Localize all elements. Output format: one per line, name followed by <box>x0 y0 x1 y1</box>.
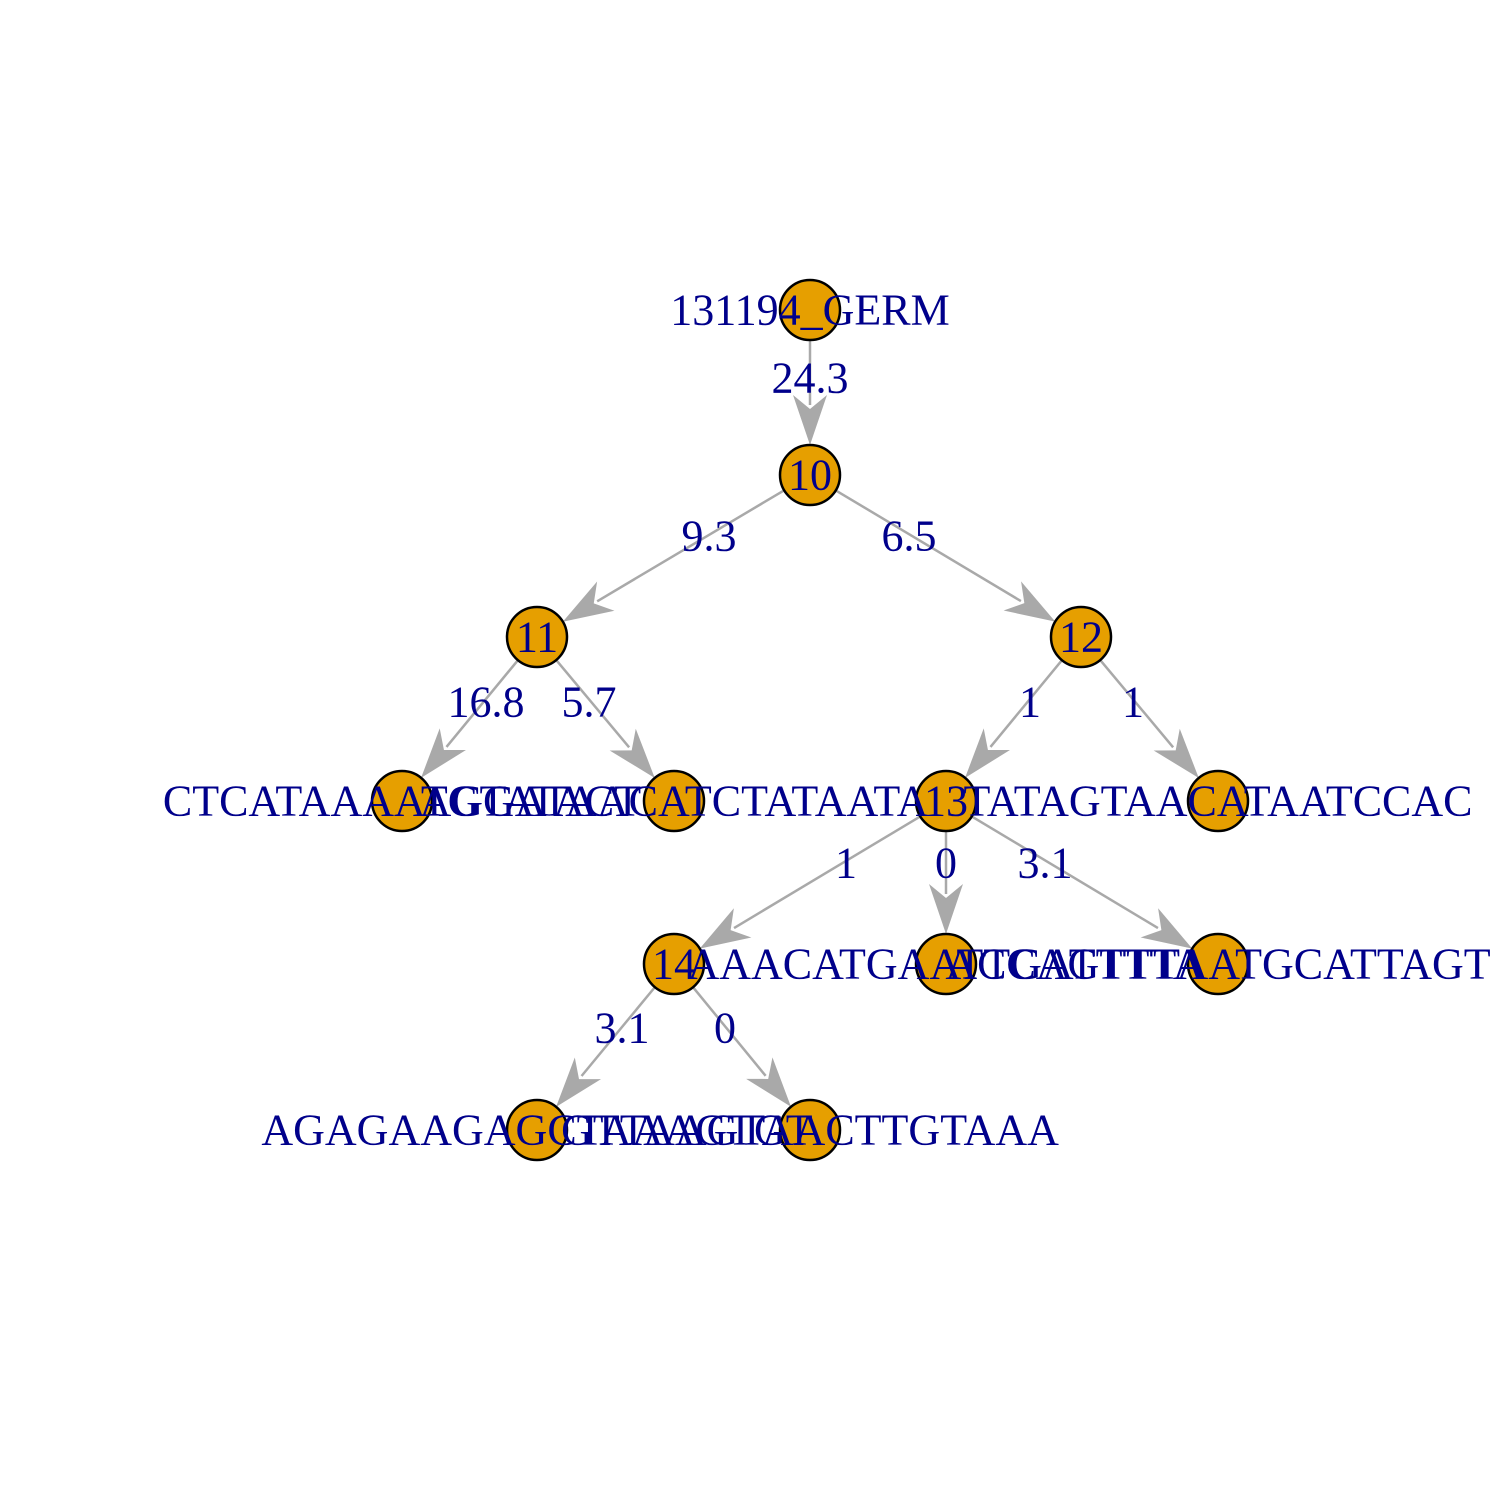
edge-n10-n12 <box>835 489 1056 622</box>
edge-line <box>989 659 1063 748</box>
edge-label-n14-leafG: 0 <box>714 1004 736 1053</box>
node-label-leafD: AAACATGAATTGATTTTA <box>687 940 1204 989</box>
arrow-head-icon <box>1140 908 1193 949</box>
node-label-n12: 12 <box>1059 613 1103 662</box>
edge-label-n14-leafF: 3.1 <box>595 1004 650 1053</box>
node-label-n11: 11 <box>516 613 558 662</box>
edge-n13-leafD <box>929 831 963 934</box>
edge-line <box>835 489 1022 603</box>
node-n12[interactable] <box>1049 605 1113 669</box>
edge-label-germ-n10: 24.3 <box>772 354 849 403</box>
node-label-n14: 14 <box>652 940 696 989</box>
edge-n10-n11 <box>562 489 785 622</box>
node-label-n13: 13 <box>924 777 968 826</box>
node-n10[interactable] <box>778 443 842 507</box>
edge-label-n11-leafA: 16.8 <box>448 678 525 727</box>
node-germ[interactable] <box>778 278 842 342</box>
edge-n11-leafA <box>421 659 519 778</box>
arrow-head-icon <box>556 1057 602 1107</box>
node-leafA[interactable] <box>370 769 434 833</box>
edge-line <box>445 659 519 748</box>
edge-label-n10-n11: 9.3 <box>682 512 737 561</box>
arrow-head-icon <box>746 1057 791 1107</box>
edge-n11-leafB <box>555 659 655 778</box>
node-label-n10: 10 <box>788 451 832 500</box>
node-label-leafG: GTTAAGTAACTTGTAAA <box>561 1106 1059 1155</box>
edge-line <box>971 815 1159 930</box>
node-label-leafA: CTCATAAAATGTATACT <box>163 777 641 826</box>
edge-line <box>1099 659 1175 749</box>
edge-line <box>733 815 921 930</box>
edge-label-n12-leafC: 1 <box>1122 678 1144 727</box>
edge-n14-leafG <box>692 986 791 1107</box>
edge-line <box>555 659 631 749</box>
edge-label-n12-n13: 1 <box>1019 678 1041 727</box>
edge-n12-leafC <box>1099 659 1199 778</box>
edge-germ-n10 <box>793 340 827 445</box>
arrow-head-icon <box>609 728 655 778</box>
nodes-layer <box>370 278 1250 1162</box>
node-leafC[interactable] <box>1186 769 1250 833</box>
node-label-leafF: AGAGAAGAGCTAAAGTGT <box>261 1106 812 1155</box>
node-n13[interactable] <box>914 769 978 833</box>
edge-line <box>580 986 656 1077</box>
node-leafB[interactable] <box>642 769 706 833</box>
edge-label-n13-leafE: 3.1 <box>1018 839 1073 888</box>
edge-n13-leafE <box>971 815 1193 949</box>
node-leafD[interactable] <box>914 932 978 996</box>
node-label-leafC: TATAGTAACATAATCCAC <box>963 777 1472 826</box>
node-label-germ: 131194_GERM <box>670 286 950 335</box>
edges-layer <box>421 340 1199 1107</box>
node-n14[interactable] <box>642 932 706 996</box>
arrow-head-icon <box>1003 581 1056 622</box>
edge-n14-leafF <box>556 986 656 1107</box>
node-leafE[interactable] <box>1186 932 1250 996</box>
node-leafG[interactable] <box>778 1098 842 1162</box>
arrow-head-icon <box>1153 728 1199 778</box>
arrow-head-icon <box>699 908 752 949</box>
node-label-leafB: AGGATAACATCTATAATA <box>419 777 928 826</box>
edge-line <box>692 986 767 1077</box>
node-label-leafE: ACCAGTTTAATGCATTAGT <box>945 940 1490 989</box>
arrow-head-icon <box>562 581 615 622</box>
edge-label-n13-leafD: 0 <box>935 839 957 888</box>
arrow-head-icon <box>793 395 827 445</box>
arrow-head-icon <box>965 728 1010 778</box>
node-leafF[interactable] <box>505 1098 569 1162</box>
edge-line <box>596 489 785 603</box>
edge-label-n10-n12: 6.5 <box>882 512 937 561</box>
edge-label-n13-n14: 1 <box>835 839 857 888</box>
edge-n12-n13 <box>965 659 1063 778</box>
arrow-head-icon <box>421 728 466 778</box>
edge-n13-n14 <box>699 815 921 949</box>
arrow-head-icon <box>929 884 963 934</box>
node-n11[interactable] <box>505 605 569 669</box>
edge-label-n11-leafB: 5.7 <box>562 678 617 727</box>
